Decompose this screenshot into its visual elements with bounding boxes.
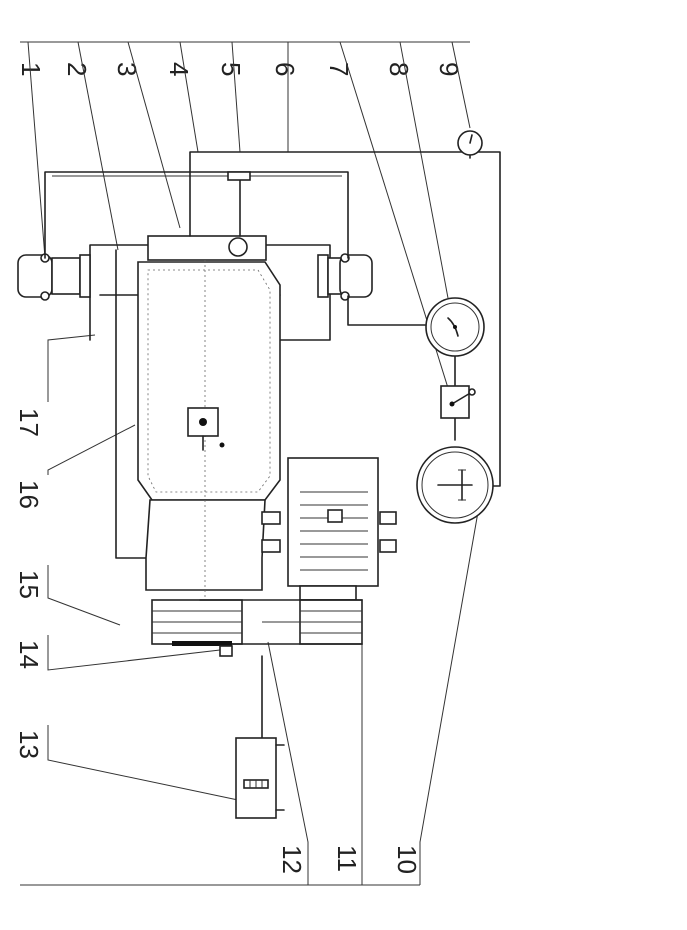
label-12: 12 xyxy=(277,845,307,874)
dial-gauge-icon xyxy=(416,446,494,524)
label-13: 13 xyxy=(14,730,44,759)
counter-sensor xyxy=(235,655,285,819)
label-11: 11 xyxy=(332,845,362,872)
bottom-label-row: 17 16 15 14 13 12 11 10 xyxy=(14,408,422,886)
label-6: 6 xyxy=(270,62,300,76)
label-16: 16 xyxy=(14,480,44,509)
belt-drive xyxy=(151,599,363,657)
label-1: 1 xyxy=(16,62,46,76)
end-block xyxy=(147,235,267,261)
right-bearing xyxy=(317,253,373,301)
label-7: 7 xyxy=(324,62,354,76)
piping xyxy=(44,151,501,487)
label-14: 14 xyxy=(14,640,44,669)
label-2: 2 xyxy=(62,62,92,76)
gearbox xyxy=(145,499,266,600)
label-5: 5 xyxy=(216,62,246,76)
label-4: 4 xyxy=(164,62,194,76)
valve-icon xyxy=(440,385,476,419)
label-17: 17 xyxy=(14,408,44,437)
label-15: 15 xyxy=(14,570,44,599)
motor xyxy=(261,457,397,601)
left-bearing xyxy=(17,253,91,301)
manometer-gauge-icon xyxy=(425,297,485,357)
label-10: 10 xyxy=(392,845,422,874)
main-drum xyxy=(137,260,281,501)
label-9: 9 xyxy=(434,62,464,76)
small-gauge-icon xyxy=(457,130,483,159)
label-8: 8 xyxy=(384,62,414,76)
